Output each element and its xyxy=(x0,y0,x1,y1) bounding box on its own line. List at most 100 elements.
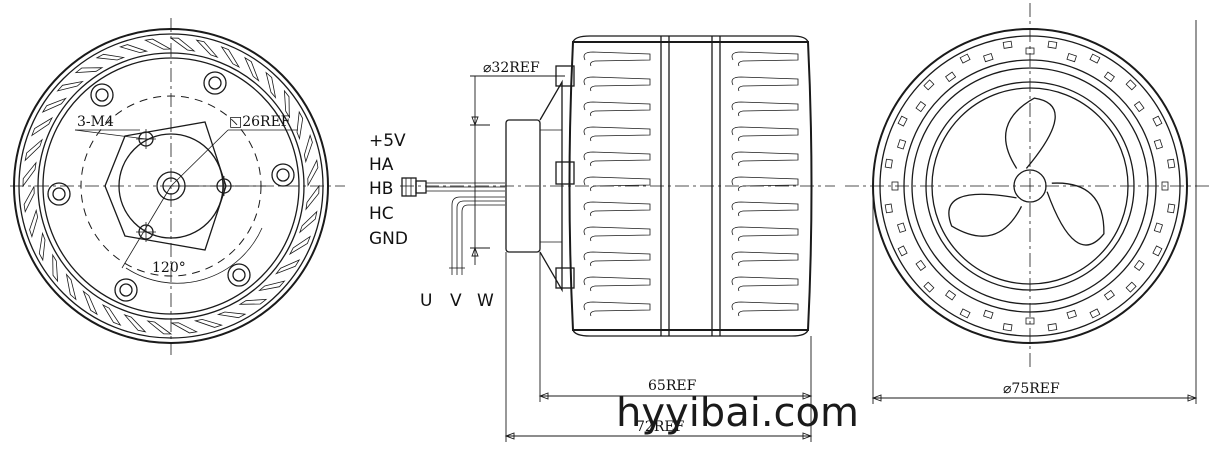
tread-block xyxy=(884,158,893,169)
tread-rib xyxy=(258,280,286,292)
phase-label-w: W xyxy=(477,291,494,311)
angle-label: 120° xyxy=(152,260,186,276)
tread-rib xyxy=(238,298,268,305)
tread-slot xyxy=(583,176,651,192)
tread-block xyxy=(959,53,971,64)
tread-block xyxy=(1089,308,1101,319)
tread-rib xyxy=(193,318,223,328)
tread-block xyxy=(1125,79,1137,91)
tread-block xyxy=(1133,101,1145,113)
tread-slot xyxy=(731,126,799,142)
tread-slots xyxy=(583,51,799,317)
tread-rib xyxy=(169,37,196,52)
total-length-label: 72REF xyxy=(636,419,685,435)
tread-slot xyxy=(731,226,799,242)
tread-rib xyxy=(303,134,313,164)
mounting-bolts xyxy=(47,71,295,302)
tread-rib xyxy=(275,259,301,275)
fan-blade xyxy=(948,193,1023,237)
outer-diameter-label: ⌀75REF xyxy=(1003,381,1060,397)
tread-rib xyxy=(305,184,320,211)
tread-rib xyxy=(146,320,173,335)
tread-rib xyxy=(119,44,149,54)
tread-rib xyxy=(65,273,77,301)
tread-rib xyxy=(195,39,219,58)
tread-block xyxy=(959,308,971,319)
tread-block xyxy=(897,245,908,257)
tread-block xyxy=(1133,259,1145,271)
tread-rib xyxy=(265,71,277,99)
phase-wires xyxy=(449,196,505,275)
tread-slot xyxy=(583,76,651,92)
tread-block xyxy=(915,101,927,113)
tread-block xyxy=(1167,203,1176,214)
tread-block xyxy=(897,115,908,127)
tread-rib xyxy=(56,80,84,92)
tread-rib xyxy=(41,97,67,113)
tread-rib xyxy=(244,56,260,82)
tread-rib xyxy=(95,53,126,61)
tread-rib xyxy=(29,208,39,238)
tread-rib xyxy=(24,138,43,162)
tread-rib xyxy=(38,231,46,262)
tread-rib xyxy=(288,235,311,256)
phase-label-u: U xyxy=(420,291,432,311)
rear-view: ⌀75REF xyxy=(845,3,1210,404)
tread-block xyxy=(1002,323,1013,332)
side-view: ⌀32REF 65REF 72REF +5V HA HB HC xyxy=(369,35,835,442)
tread-slot xyxy=(731,301,799,317)
wire-label-ha: HA xyxy=(369,155,394,175)
tread-rib xyxy=(216,311,247,319)
tread-block xyxy=(1152,115,1163,127)
tread-rib xyxy=(101,303,122,326)
tread-block xyxy=(945,71,957,83)
tread-block xyxy=(1167,158,1176,169)
tread-slot xyxy=(731,176,799,192)
tread-slot xyxy=(731,101,799,117)
tread-block xyxy=(1047,40,1058,49)
tread-slot xyxy=(583,226,651,242)
wire-label-5v: +5V xyxy=(369,131,406,151)
fan-blade xyxy=(1046,182,1105,246)
tread-ribs xyxy=(22,37,320,335)
tread-block xyxy=(1103,289,1115,301)
fan-impeller xyxy=(948,97,1105,246)
tread-rib xyxy=(170,322,199,334)
body-length-label: 65REF xyxy=(648,378,697,394)
tread-slot xyxy=(583,101,651,117)
tread-block xyxy=(1153,222,1163,233)
tread-rib xyxy=(143,38,172,50)
tread-slot xyxy=(731,151,799,167)
wire-label-hc: HC xyxy=(369,204,394,224)
tread-slot xyxy=(583,201,651,217)
tread-slot xyxy=(583,51,651,67)
wire-label-gnd: GND xyxy=(369,229,408,249)
tread-block xyxy=(1025,47,1035,55)
tread-block xyxy=(897,222,907,233)
tread-rib xyxy=(283,89,290,119)
phase-label-v: V xyxy=(450,291,462,311)
tread-block xyxy=(945,289,957,301)
tread-block xyxy=(1002,40,1013,49)
tread-block xyxy=(1153,139,1163,150)
tread-block xyxy=(1066,53,1077,63)
shaft-diameter-label: ⌀32REF xyxy=(483,60,540,76)
tread-rib xyxy=(22,161,37,188)
tread-block xyxy=(1066,309,1077,319)
tread-block xyxy=(983,53,994,63)
tread-slot xyxy=(583,151,651,167)
tread-block xyxy=(884,203,893,214)
watermark: hyyibai.com xyxy=(616,390,859,436)
bolt-label: 3-M4 xyxy=(77,114,114,130)
tread-block xyxy=(1161,181,1169,191)
tread-rib xyxy=(31,116,54,137)
fan-blade xyxy=(1004,97,1056,169)
tread-slot xyxy=(583,301,651,317)
tread-block xyxy=(1152,245,1163,257)
tread-block xyxy=(897,139,907,150)
tread-rib xyxy=(52,253,59,283)
tread-slot xyxy=(731,76,799,92)
tread-block xyxy=(1047,323,1058,332)
tread-block xyxy=(983,309,994,319)
